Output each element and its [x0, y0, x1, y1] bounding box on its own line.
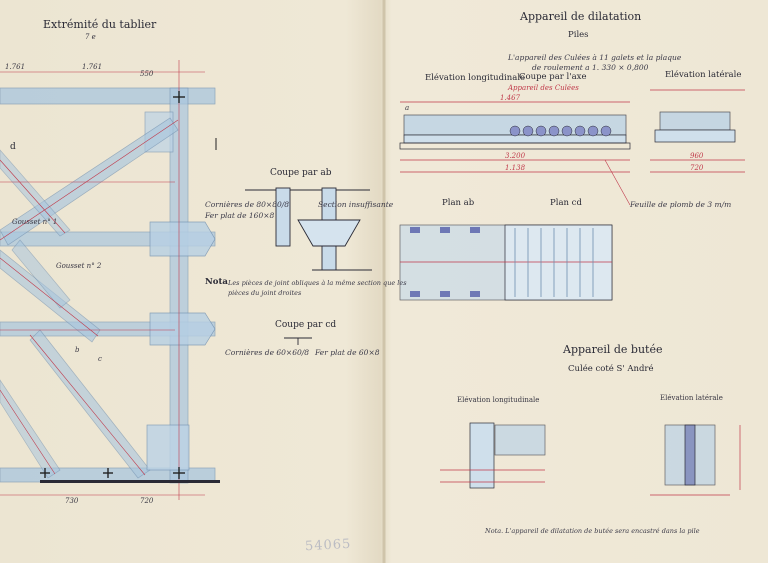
dim-bottom-1: 730 [65, 497, 79, 505]
red-dimension-lines [0, 60, 205, 500]
dim-top-1: 1.761 [5, 63, 26, 71]
nota-line-1: Les pièces de joint obliques à la même s… [228, 279, 407, 287]
dim-top-3: 550 [140, 70, 154, 78]
label-b: b [75, 346, 80, 354]
coupe-cd-section [284, 337, 312, 345]
butee-laterale-drawing [650, 424, 741, 496]
coupe-axe-label: Coupe par l'axe [519, 72, 587, 82]
plan-ab-label: Plan ab [442, 198, 475, 208]
elevation-laterale-label: Elévation latérale [665, 70, 742, 80]
plan-slats [514, 228, 594, 297]
coupe-ab-title: Coupe par ab [270, 168, 332, 178]
left-title: Extrémité du tablier [43, 18, 157, 31]
dim-right-4: 960 [690, 152, 704, 160]
nota-line-2: pièces du joint droites [228, 289, 302, 297]
elevation-longitudinale-label: Elévation longitudinale [425, 73, 526, 83]
elevation-laterale-drawing [650, 89, 745, 173]
nota-label: Nota [205, 277, 228, 287]
dim-right-5: 720 [690, 164, 704, 172]
elevation-longitudinale-drawing [399, 101, 631, 173]
coupe-cd-title: Coupe par cd [275, 320, 337, 330]
left-title-sub: 7 e [85, 33, 96, 41]
dim-right-2: 3.200 [505, 152, 526, 160]
butee-elev-lat-label: Elévation latérale [660, 394, 723, 402]
right-note-1: L'appareil des Culées à 11 galets et la … [508, 53, 682, 62]
coupe-cd-cornieres: Cornières de 60×60/8 [225, 348, 310, 357]
dim-right-3: 1.138 [505, 164, 526, 172]
bottom-plate [40, 480, 220, 483]
coupe-ab-cornieres: Cornières de 80×80/8 [205, 200, 290, 209]
coupe-ab-section [245, 187, 372, 271]
label-c: c [98, 355, 102, 363]
right-title: Appareil de dilatation [520, 10, 642, 23]
butee-elev-long-label: Elévation longitudinale [457, 396, 540, 404]
culee-label: Culée coté S' André [568, 364, 654, 374]
butee-title: Appareil de butée [563, 343, 663, 356]
truss-structure [0, 87, 216, 484]
coupe-ab-section: Section insuffisante [318, 200, 394, 209]
butee-longitudinale-drawing [440, 422, 546, 489]
piles-label: Piles [568, 30, 589, 40]
archive-stamp: 54065 [304, 536, 352, 555]
plan-drawing [399, 224, 613, 301]
letter-a: a [405, 104, 410, 112]
coupe-cd-fer-plat: Fer plat de 60×8 [315, 348, 380, 357]
dim-bottom-2: 720 [140, 497, 154, 505]
right-note-2: de roulement a 1. 330 × 0,800 [532, 63, 649, 72]
rivet-marks [40, 91, 185, 479]
appareil-culees-label: Appareil des Culées [508, 84, 579, 92]
rollers [509, 125, 612, 137]
dim-right-1: 1.467 [500, 94, 521, 102]
label-gousset-2: Gousset n° 2 [56, 262, 102, 270]
bottom-nota: Nota. L'appareil de dilatation de butée … [485, 527, 700, 535]
feuille-plomb-label: Feuille de plomb de 3 m/m [630, 200, 732, 209]
coupe-ab-fer-plat: Fer plat de 160×8 [205, 211, 275, 220]
plan-bolts [410, 227, 480, 297]
plan-cd-label: Plan cd [550, 198, 582, 208]
label-gousset-1: Gousset n° 1 [12, 218, 58, 226]
label-d: d [10, 142, 16, 152]
dim-top-2: 1.761 [82, 63, 103, 71]
